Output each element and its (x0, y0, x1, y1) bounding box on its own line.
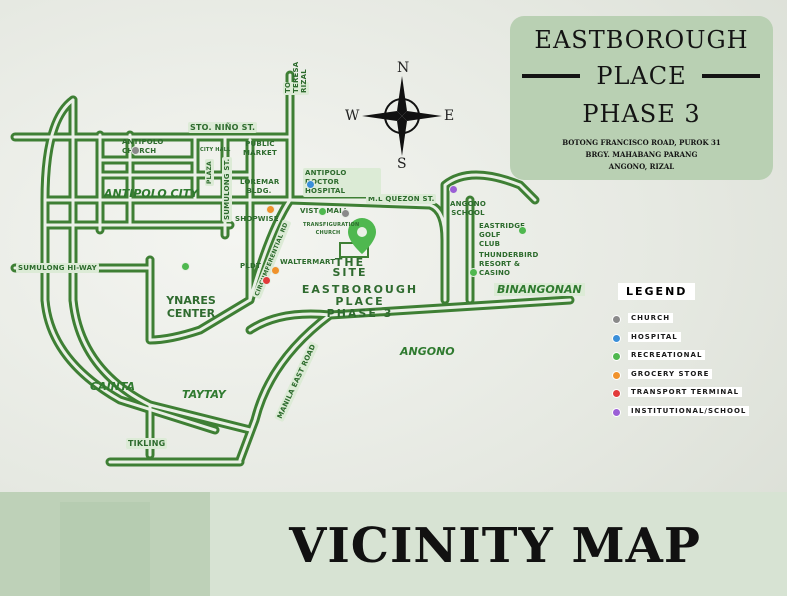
grocery-icon (271, 266, 280, 275)
place-pldt: PLDT (240, 262, 261, 270)
place-eastridge: EASTRIDGE GOLF CLUB (479, 222, 526, 248)
area-angono: ANGONO (400, 345, 455, 358)
place-thunderbird: THUNDERBIRD RESORT & CASINO (479, 251, 539, 277)
church-icon (131, 146, 140, 155)
legend-dot-icon (612, 315, 621, 324)
recreational-icon (181, 262, 190, 271)
recreational-icon (469, 268, 478, 277)
transport-terminal-icon (262, 276, 271, 285)
legend-title: LEGEND (618, 283, 696, 300)
address-line1: BOTONG FRANCISCO ROAD, PUROK 31 (562, 138, 721, 147)
road-label-ml-quezon: M.L QUEZON ST. (366, 194, 437, 204)
recreational-icon (518, 226, 527, 235)
title-box: EASTBOROUGH PLACE PHASE 3 BOTONG FRANCIS… (510, 16, 773, 180)
legend-dot-icon (612, 407, 621, 417)
hospital-icon (306, 180, 315, 189)
road-label-sto-nino: STO. NIÑO ST. (188, 122, 258, 133)
site-label-line3: EASTBOROUGH (301, 283, 419, 296)
grocery-icon (266, 205, 275, 214)
banner-title: VICINITY MAP (289, 518, 701, 574)
compass-south: S (397, 156, 407, 172)
area-taytay: TAYTAY (182, 388, 226, 401)
place-angono-school: ANGONO SCHOOL (450, 200, 486, 217)
road-label-to-teresa: TO TERESA RIZAL (283, 61, 309, 95)
area-binangonan: BINANGONAN (494, 283, 585, 296)
compass-icon (362, 76, 442, 156)
road-label-tikling: TIKLING (126, 438, 168, 449)
road-label-plaza: PLAZA (205, 159, 214, 186)
banner-texture (0, 492, 210, 596)
legend-dot-icon (612, 370, 621, 380)
road-label-sumulong-st: SUMULONG ST. (222, 156, 232, 222)
site-pin-icon (339, 218, 376, 258)
legend-label: TRANSPORT TERMINAL (628, 387, 743, 397)
place-waltermart: WALTERMART (280, 258, 336, 266)
legend-dot-icon (612, 333, 621, 343)
address-line3: ANGONO, RIZAL (608, 162, 675, 171)
legend-label: HOSPITAL (628, 331, 681, 342)
place-transfiguration: TRANSFIGURATION CHURCH (303, 222, 360, 236)
area-cainta: CAINTA (90, 380, 136, 393)
compass-north: N (397, 60, 410, 76)
title-rule-left (522, 74, 580, 78)
legend-dot-icon (612, 389, 621, 398)
area-antipolo-city: ANTIPOLO CITY (104, 187, 199, 200)
church-icon (341, 209, 350, 218)
title-line3: PHASE 3 (582, 100, 701, 128)
place-city-hall: CITY HALL (200, 147, 231, 153)
legend: LEGEND CHURCH HOSPITAL RECREATIONAL GROCERY… (610, 280, 770, 417)
bottom-banner (0, 492, 787, 596)
site-label-line4: PLACE (335, 295, 385, 308)
site-label-line2: SITE (332, 266, 368, 279)
place-public-market: PUBLIC MARKET (243, 140, 277, 157)
place-loremar: LOREMAR BLDG. (240, 178, 280, 195)
legend-label: INSTITUTIONAL/SCHOOL (628, 405, 750, 416)
site-label-line1: THE (334, 256, 366, 269)
school-icon (449, 185, 458, 194)
compass-east: E (444, 108, 455, 124)
recreational-icon (318, 207, 327, 216)
legend-label: CHURCH (628, 313, 674, 323)
legend-label: GROCERY STORE (628, 368, 713, 379)
banner-texture (60, 502, 150, 596)
place-antipolo-church: ANTIPOLO CHURCH (122, 138, 164, 155)
address-line2: BRGY. MAHABANG PARANG (585, 150, 698, 159)
compass-west: W (345, 108, 360, 124)
legend-dot-icon (612, 352, 621, 361)
title-rule-right (702, 74, 760, 78)
place-shopwise: SHOPWISE (235, 215, 279, 223)
title-line1: EASTBOROUGH (534, 26, 749, 54)
site-label-line5: PHASE 3 (326, 307, 394, 320)
area-ynares-center: YNARES CENTER (166, 294, 216, 320)
legend-label: RECREATIONAL (628, 350, 706, 360)
title-line2: PLACE (596, 62, 687, 90)
road-label-sumulong-hiway: SUMULONG HI-WAY (16, 263, 99, 273)
place-antipolo-doctor: ANTIPOLO DOCTOR HOSPITAL (303, 168, 381, 197)
